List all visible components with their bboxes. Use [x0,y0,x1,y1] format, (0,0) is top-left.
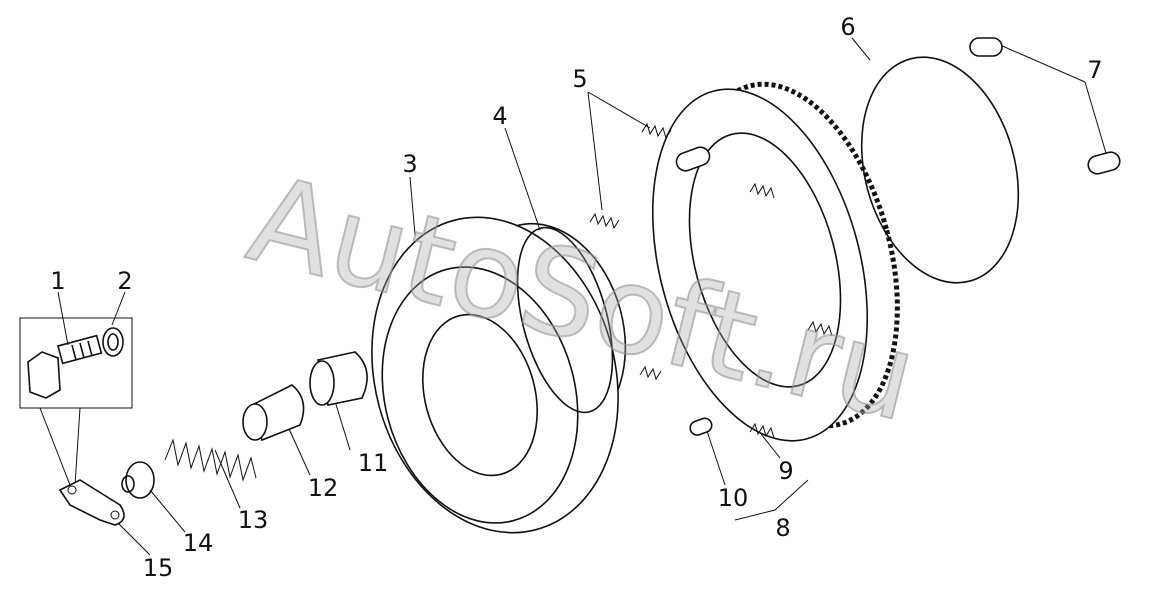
hub-housing [371,216,627,534]
small-springs [589,122,833,439]
callout-13: 13 [237,506,269,534]
callout-6: 6 [840,13,856,41]
callout-14: 14 [182,529,214,557]
friction-ring [516,226,614,414]
spring-cap [121,461,155,499]
callout-5: 5 [572,65,588,93]
pins [675,37,1121,436]
leader-lines [19,37,1109,556]
bolt [27,334,103,399]
sleeve [242,384,305,442]
snap-ring [860,56,1020,284]
spring [164,438,257,482]
callout-12: 12 [307,474,339,502]
callout-15: 15 [142,554,174,582]
callout-11: 11 [357,449,389,477]
washer [102,327,124,357]
callout-1: 1 [50,267,66,295]
callout-7: 7 [1087,56,1103,84]
callout-9: 9 [778,457,794,485]
callout-10: 10 [717,484,749,512]
bushing [309,351,368,406]
callout-3: 3 [402,150,418,178]
callout-4: 4 [492,102,508,130]
callout-8: 8 [775,514,791,542]
callout-2: 2 [117,267,133,295]
